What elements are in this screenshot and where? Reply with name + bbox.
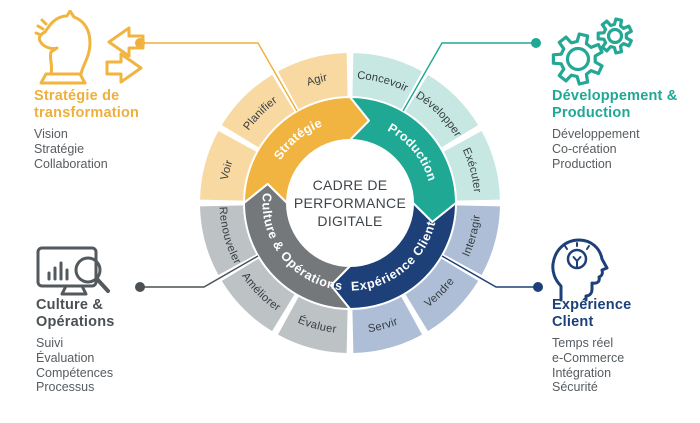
gears-icon <box>551 17 633 86</box>
callout-strategie-de-transformation: Stratégie de transformation Vision Strat… <box>34 88 139 171</box>
wheel-center-disc <box>287 140 413 266</box>
callout-title: Stratégie de transformation <box>34 88 140 121</box>
list-item: Temps réel <box>552 336 614 350</box>
list-item: Compétences <box>36 365 114 380</box>
callout-developpement-production: Développement & Production Développement… <box>552 88 677 171</box>
segment-label-voir: Voir <box>219 158 236 181</box>
quadrant-culture-operations <box>243 182 351 310</box>
list-item: Suivi <box>36 336 64 350</box>
callout-culture-operations: Culture & Opérations Suivi Évaluation Co… <box>36 297 115 395</box>
connector-experience-client <box>441 255 543 292</box>
callout-items: Vision Stratégie Collaboration <box>34 127 139 171</box>
list-item: Développement <box>552 127 640 141</box>
segment-concevoir <box>352 53 423 111</box>
segment-voir <box>200 130 258 201</box>
callout-title: Développement & Production <box>552 88 678 121</box>
connector-dot <box>533 282 543 292</box>
callout-items: Suivi Évaluation Compétences Processus <box>36 336 115 395</box>
segment-agir <box>277 53 348 111</box>
segment-renouveler <box>200 205 258 276</box>
segment-evaluer <box>277 295 348 353</box>
list-item: Stratégie <box>34 141 85 156</box>
segment-developper <box>405 74 479 148</box>
callout-title: Culture & Opérations <box>36 297 115 330</box>
segment-ameliorer <box>221 258 295 332</box>
segment-servir <box>352 295 423 353</box>
segment-interagir <box>442 205 500 276</box>
center-title-line: DIGITALE <box>317 213 383 229</box>
connector-developpement-production <box>402 38 541 112</box>
list-item: Co-création <box>552 141 617 156</box>
callout-items: Développement Co-création Production <box>552 127 677 171</box>
head-lightbulb-icon <box>551 238 609 302</box>
connector-dot <box>135 282 145 292</box>
knight-arrows-icon <box>34 10 145 85</box>
callout-experience-client: Expérience Client Temps réel e-Commerce … <box>552 297 631 395</box>
list-item: Évaluation <box>36 350 95 365</box>
callout-items: Temps réel e-Commerce Intégration Sécuri… <box>552 336 631 395</box>
callout-title: Expérience Client <box>552 297 632 330</box>
list-item: Collaboration <box>34 156 108 171</box>
wheel-center-title: CADRE DE PERFORMANCE DIGITALE <box>270 176 430 230</box>
monitor-magnifier-icon <box>36 246 110 296</box>
segment-planifier <box>221 74 295 148</box>
segment-vendre <box>405 258 479 332</box>
list-item: Processus <box>36 380 95 395</box>
list-item: Sécurité <box>552 380 598 395</box>
center-title-line: PERFORMANCE <box>293 195 407 211</box>
segment-executer <box>442 130 500 201</box>
connector-culture-operations <box>135 255 259 292</box>
list-item: Vision <box>34 127 68 141</box>
segment-label-agir: Agir <box>305 72 328 89</box>
gear <box>596 17 633 55</box>
list-item: Production <box>552 156 612 171</box>
center-title-line: CADRE DE <box>312 177 388 193</box>
list-item: e-Commerce <box>552 350 625 365</box>
connector-dot <box>531 38 541 48</box>
list-item: Intégration <box>552 365 612 380</box>
gear <box>551 32 604 86</box>
